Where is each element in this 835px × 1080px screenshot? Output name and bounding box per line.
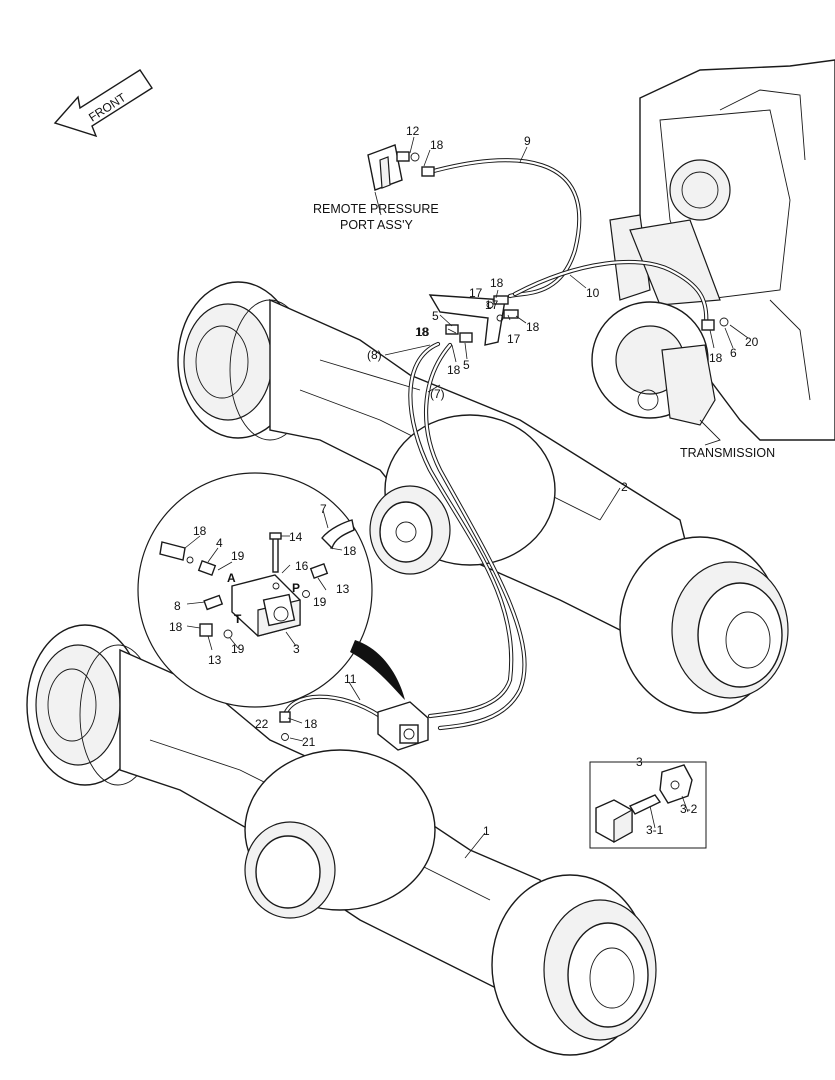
remote-pressure-port bbox=[367, 144, 435, 191]
rear-axle bbox=[177, 281, 789, 714]
callout-21: 21 bbox=[302, 735, 316, 749]
callout-18: 18 bbox=[169, 620, 183, 634]
callout-7-ref: (7) bbox=[430, 387, 445, 401]
leader-lines bbox=[184, 136, 749, 859]
callout-13: 13 bbox=[336, 582, 350, 596]
callout-3-2: 3-2 bbox=[680, 802, 698, 816]
transmission-caption: TRANSMISSION bbox=[680, 446, 775, 460]
hose-8 bbox=[408, 341, 514, 719]
hose-11 bbox=[281, 694, 383, 721]
callout-19: 19 bbox=[231, 642, 245, 656]
callout-17: 17 bbox=[507, 332, 521, 346]
callout-17: 17 bbox=[485, 298, 499, 312]
callout-3-1: 3-1 bbox=[646, 823, 664, 837]
callout-8-ref: (8) bbox=[367, 348, 382, 362]
callout-18: 18 bbox=[447, 363, 461, 377]
callout-18: 18 bbox=[304, 717, 318, 731]
port-a-label: A bbox=[227, 571, 236, 585]
brake-valve-mounted bbox=[279, 701, 429, 751]
callout-1: 1 bbox=[483, 824, 490, 838]
detail-circle bbox=[137, 472, 405, 708]
callout-18: 18 bbox=[343, 544, 357, 558]
callout-9: 9 bbox=[524, 134, 531, 148]
callout-5: 5 bbox=[463, 358, 470, 372]
callout-7: 7 bbox=[320, 502, 327, 516]
transmission-housing bbox=[591, 59, 835, 446]
callout-18: 18 bbox=[709, 351, 723, 365]
callout-6: 6 bbox=[730, 346, 737, 360]
item-3-inset bbox=[589, 761, 707, 849]
callout-16: 16 bbox=[295, 559, 309, 573]
callout-20: 20 bbox=[745, 335, 759, 349]
callout-18: 18 bbox=[490, 276, 504, 290]
remote-pressure-caption-2: PORT ASS'Y bbox=[340, 218, 413, 232]
callout-3-inset: 3 bbox=[636, 755, 643, 769]
callout-8: 8 bbox=[174, 599, 181, 613]
front-arrow-icon bbox=[53, 69, 153, 138]
callout-2: 2 bbox=[621, 480, 628, 494]
callout-13: 13 bbox=[208, 653, 222, 667]
callout-19: 19 bbox=[313, 595, 327, 609]
port-t-label: T bbox=[234, 612, 242, 626]
callout-19: 19 bbox=[231, 549, 245, 563]
callout-14: 14 bbox=[289, 530, 303, 544]
hose-10 bbox=[512, 259, 709, 328]
bulkhead-bracket bbox=[428, 294, 519, 346]
remote-pressure-caption-1: REMOTE PRESSURE bbox=[313, 202, 439, 216]
callout-11: 11 bbox=[344, 672, 357, 686]
callout-4: 4 bbox=[216, 536, 223, 550]
hose-7 bbox=[424, 342, 527, 731]
callout-18: 18 bbox=[526, 320, 540, 334]
callout-18: 18 bbox=[416, 325, 430, 339]
callout-5: 5 bbox=[432, 309, 439, 323]
callout-18: 18 bbox=[193, 524, 207, 538]
callout-18: 18 bbox=[430, 138, 444, 152]
callout-18: 18 bbox=[415, 325, 429, 339]
callout-17: 17 bbox=[469, 286, 483, 300]
callout-3: 3 bbox=[293, 642, 300, 656]
front-axle bbox=[26, 624, 657, 1056]
callout-12: 12 bbox=[406, 124, 420, 138]
transmission-fitting bbox=[701, 317, 729, 331]
callout-22: 22 bbox=[255, 717, 269, 731]
port-p-label: P bbox=[292, 581, 300, 595]
callout-10: 10 bbox=[586, 286, 600, 300]
hose-9 bbox=[427, 158, 582, 299]
